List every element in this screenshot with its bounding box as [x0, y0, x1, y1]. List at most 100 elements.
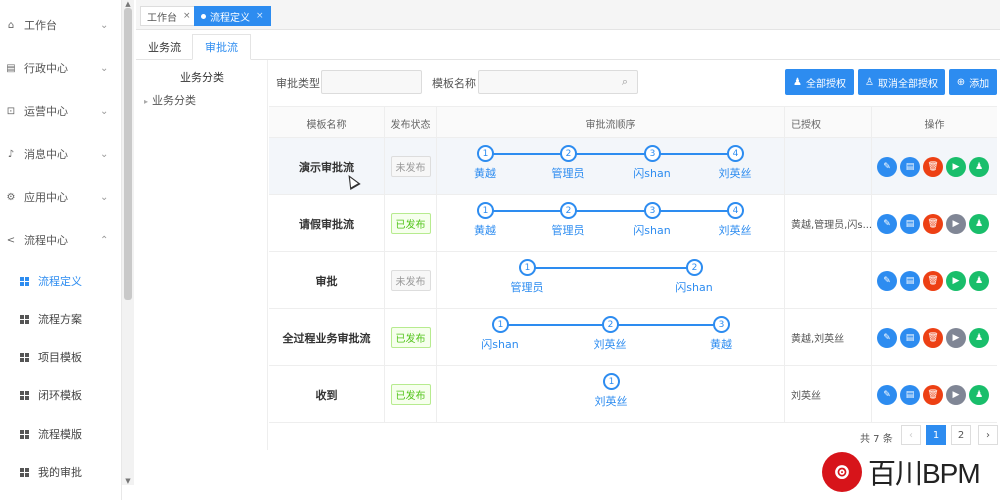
sidebar-item-process[interactable]: < 流程中心 ⌃: [6, 234, 109, 247]
logo-mark-icon: ⊚: [822, 452, 862, 492]
step-approver: 闪shan: [675, 281, 713, 294]
row-status-cell: 未发布: [385, 138, 437, 195]
gear-icon: ⚙: [6, 191, 16, 203]
sidebar-scrollbar[interactable]: ▲ ▼: [122, 0, 134, 485]
col-authorized: 已授权: [785, 107, 872, 139]
edit-icon[interactable]: ✎: [877, 327, 897, 348]
grid-icon: [20, 467, 29, 477]
sidebar-subitem-my-approvals[interactable]: 我的审批: [0, 459, 121, 485]
edit-icon[interactable]: ✎: [877, 270, 897, 291]
publish-icon[interactable]: ▶: [946, 327, 966, 348]
search-icon[interactable]: ⌕: [621, 75, 629, 88]
revoke-all-button[interactable]: ♙取消全部授权: [858, 69, 945, 95]
row-operations: ✎▤🗑▶♟: [872, 252, 997, 309]
edit-icon[interactable]: ✎: [877, 213, 897, 234]
publish-icon[interactable]: ▶: [946, 384, 966, 405]
caret-right-icon[interactable]: ▸: [144, 97, 149, 106]
publish-icon[interactable]: ▶: [946, 270, 966, 291]
flow-connector: [485, 210, 735, 212]
tab-workbench[interactable]: 工作台 ×: [140, 6, 198, 26]
pager-page-1[interactable]: 1: [926, 425, 946, 445]
pager-prev-button[interactable]: ‹: [901, 425, 921, 445]
logo-text: 百川BPM: [868, 458, 981, 489]
flow-connector: [485, 153, 735, 155]
tab-process-definition[interactable]: 流程定义 ×: [194, 6, 271, 26]
publish-icon[interactable]: ▶: [946, 156, 966, 177]
sidebar-item-operations[interactable]: ⊡ 运营中心 ⌄: [6, 105, 109, 118]
col-flow-order: 审批流顺序: [437, 107, 785, 139]
pager-page-2[interactable]: 2: [951, 425, 971, 445]
step-number: 2: [602, 316, 619, 333]
sidebar-item-workbench[interactable]: ⌂ 工作台 ⌄: [0, 11, 121, 39]
sidebar-item-messages[interactable]: ♪ 消息中心 ⌄: [0, 140, 121, 168]
table-header: 模板名称 发布状态 审批流顺序 已授权 操作: [269, 106, 997, 139]
sidebar-subitem-project-template[interactable]: 项目模板: [0, 344, 121, 370]
sidebar-subitem-process-definition[interactable]: 流程定义: [0, 268, 121, 294]
detail-icon[interactable]: ▤: [900, 213, 920, 234]
tab-business-flow[interactable]: 业务流: [148, 41, 181, 54]
row-template-name: 收到: [269, 366, 385, 423]
approval-type-input[interactable]: [321, 70, 422, 94]
edit-icon[interactable]: ✎: [877, 384, 897, 405]
sidebar-subitem-process-model[interactable]: 流程模版: [0, 421, 121, 447]
grid-icon: [20, 429, 29, 439]
detail-icon[interactable]: ▤: [900, 327, 920, 348]
scroll-down-icon[interactable]: ▼: [125, 477, 131, 485]
add-button[interactable]: ⊕添加: [949, 69, 997, 95]
template-name-input[interactable]: [478, 70, 638, 94]
grant-all-button[interactable]: ♟全部授权: [785, 69, 854, 95]
step-number: 2: [560, 202, 577, 219]
authorize-icon[interactable]: ♟: [969, 384, 989, 405]
close-icon[interactable]: ×: [183, 11, 191, 21]
row-authorized: [785, 138, 872, 195]
delete-icon[interactable]: 🗑: [923, 384, 943, 405]
detail-icon[interactable]: ▤: [900, 384, 920, 405]
tab-approval-flow[interactable]: 审批流: [192, 34, 251, 60]
delete-icon[interactable]: 🗑: [923, 327, 943, 348]
authorize-icon[interactable]: ♟: [969, 156, 989, 177]
approval-type-label: 审批类型: [276, 77, 320, 90]
sidebar-item-apps[interactable]: ⚙ 应用中心 ⌄: [6, 191, 109, 204]
detail-icon[interactable]: ▤: [900, 270, 920, 291]
authorize-icon[interactable]: ♟: [969, 327, 989, 348]
row-operations: ✎▤🗑▶♟: [872, 195, 997, 252]
detail-icon[interactable]: ▤: [900, 156, 920, 177]
delete-icon[interactable]: 🗑: [923, 213, 943, 234]
status-badge: 已发布: [390, 213, 431, 234]
brand-logo: ⊚ 百川BPM: [822, 448, 998, 496]
row-operations: ✎▤🗑▶♟: [872, 138, 997, 195]
step-approver: 刘英丝: [594, 395, 628, 408]
tree-header: 业务分类: [180, 71, 224, 84]
step-number: 1: [477, 145, 494, 162]
close-icon[interactable]: ×: [256, 11, 264, 21]
step-approver: 黄越: [710, 338, 732, 351]
template-name-label: 模板名称: [432, 77, 476, 90]
publish-icon[interactable]: ▶: [946, 213, 966, 234]
pager-next-button[interactable]: ›: [978, 425, 998, 445]
delete-icon[interactable]: 🗑: [923, 270, 943, 291]
status-badge: 未发布: [390, 270, 431, 291]
authorize-icon[interactable]: ♟: [969, 270, 989, 291]
tree-node[interactable]: ▸业务分类: [144, 94, 197, 107]
chevron-down-icon: ⌄: [100, 148, 109, 160]
scroll-up-icon[interactable]: ▲: [125, 0, 131, 8]
sidebar-subitem-process-plan[interactable]: 流程方案: [0, 306, 121, 332]
authorize-icon[interactable]: ♟: [969, 213, 989, 234]
sidebar-item-admin[interactable]: ▤ 行政中心 ⌄: [6, 62, 109, 75]
grid-icon: [20, 390, 29, 400]
edit-icon[interactable]: ✎: [877, 156, 897, 177]
scrollbar-thumb[interactable]: [124, 8, 132, 300]
delete-icon[interactable]: 🗑: [923, 156, 943, 177]
sidebar-subitem-closed-loop-template[interactable]: 闭环模板: [0, 382, 121, 408]
step-approver: 管理员: [551, 167, 585, 180]
